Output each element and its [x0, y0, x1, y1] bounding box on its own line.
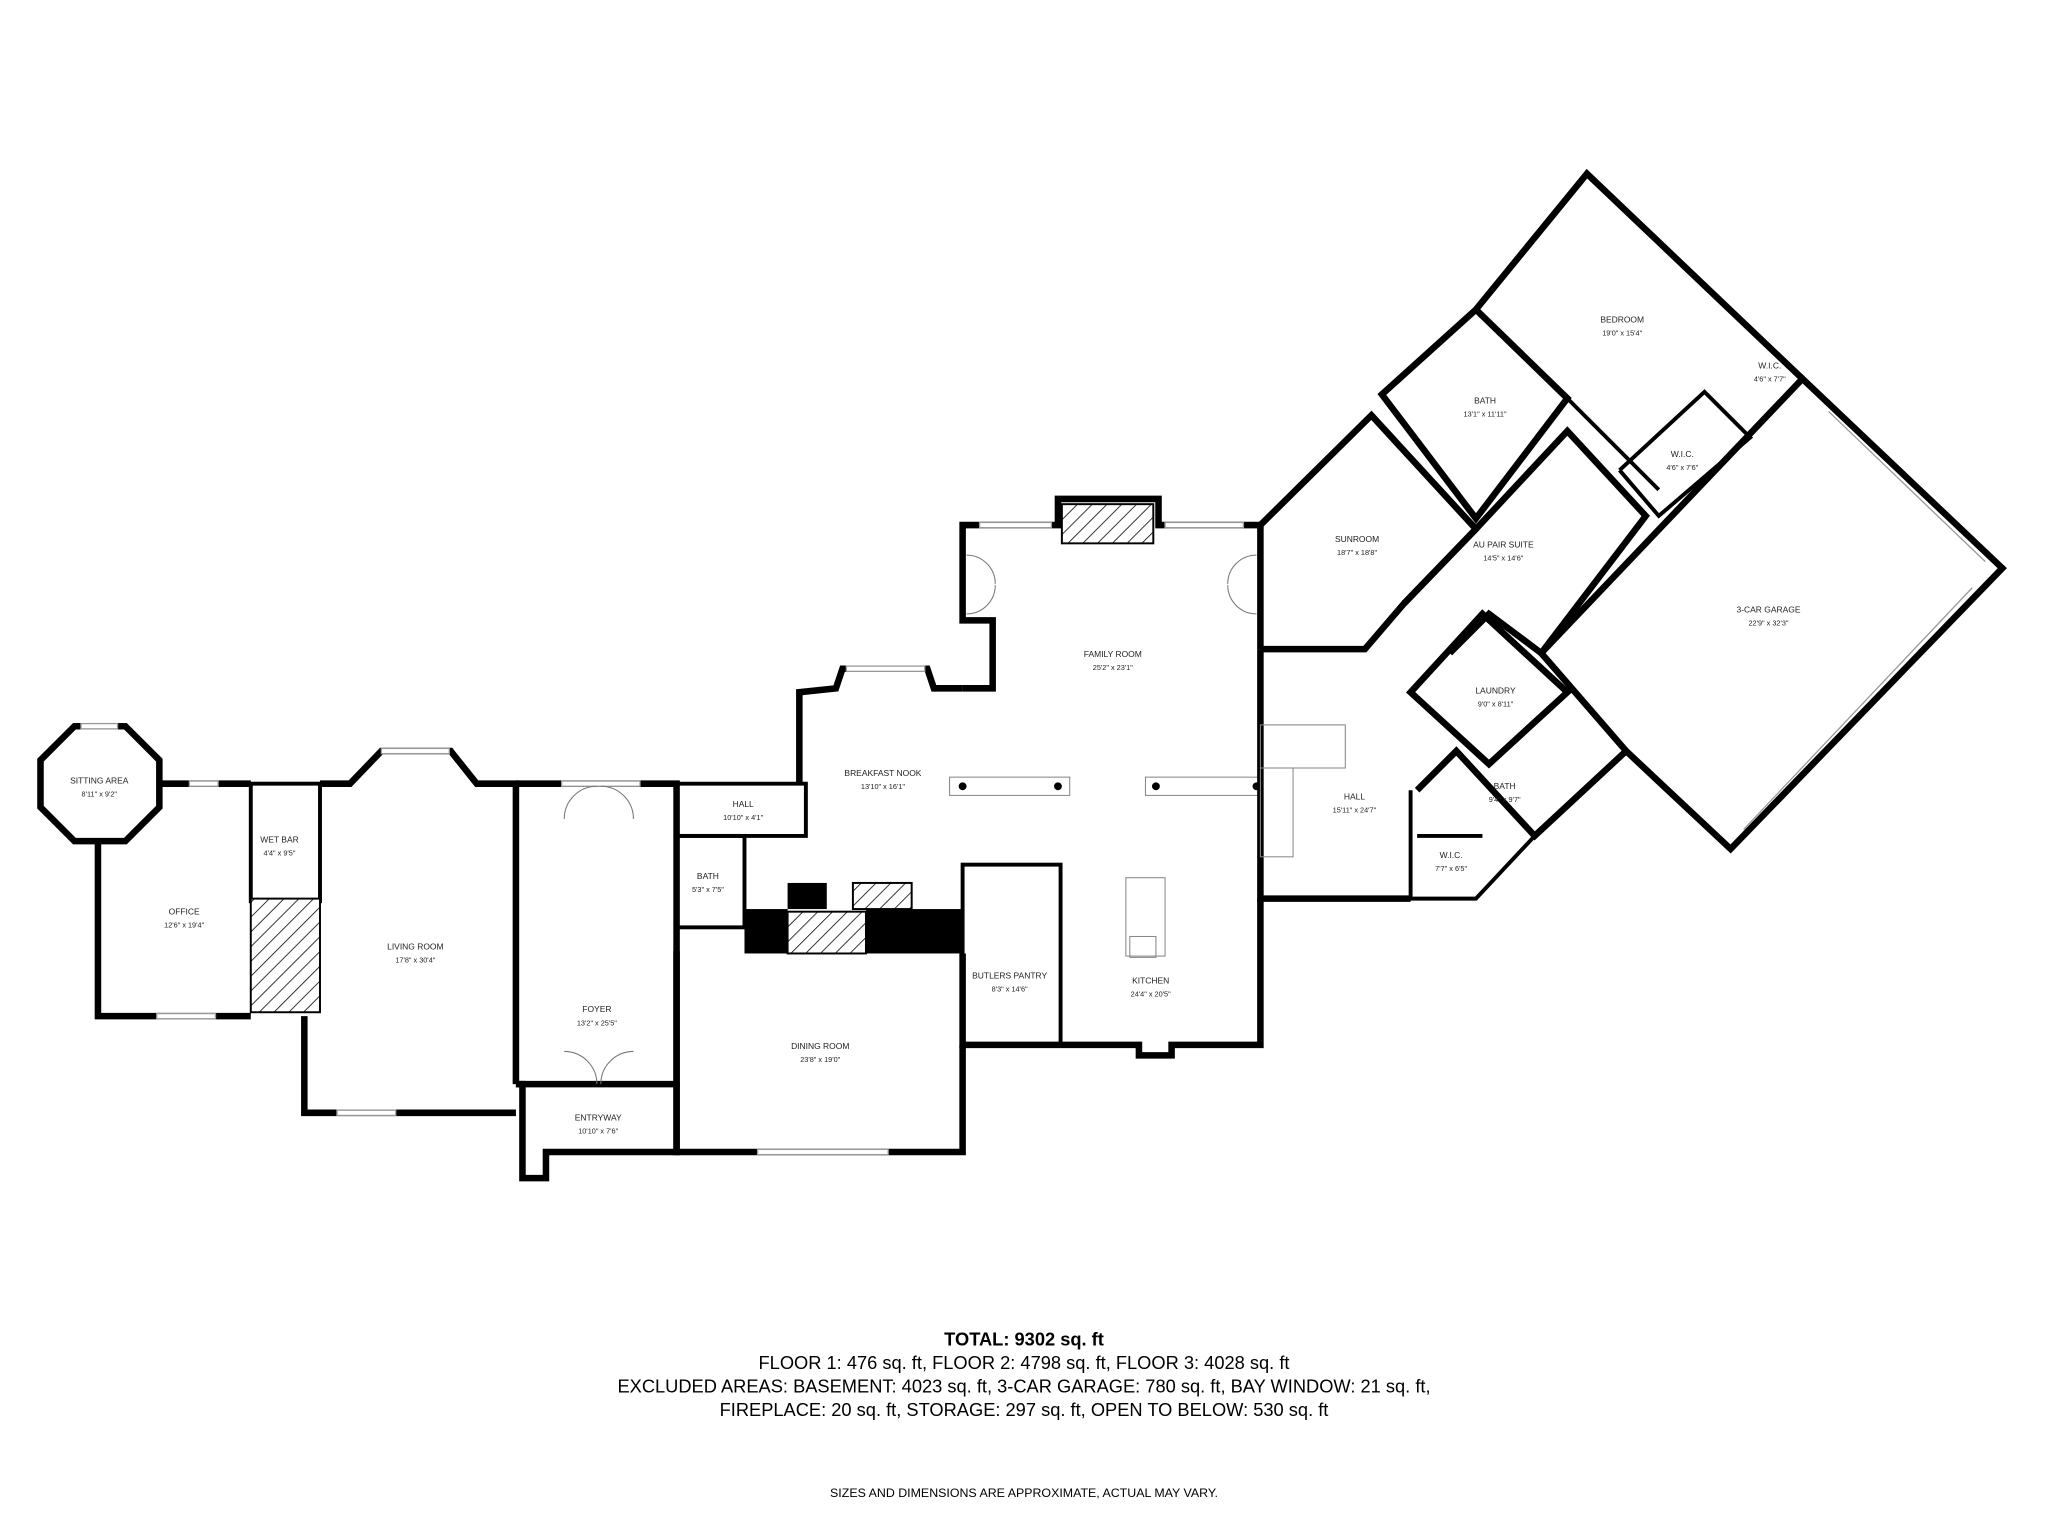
room-name-family-room: FAMILY ROOM	[1084, 649, 1142, 659]
room-dims-living-room: 17'8" x 30'4"	[395, 956, 435, 965]
room-name-hall-1: HALL	[733, 799, 754, 809]
room-dims-breakfast-nook: 13'10" x 16'1"	[861, 782, 905, 791]
bath-1-walls	[674, 833, 747, 930]
room-dims-laundry: 9'0" x 8'11"	[1478, 700, 1514, 709]
room-name-kitchen: KITCHEN	[1132, 976, 1169, 986]
room-name-wet-bar: WET BAR	[260, 834, 298, 844]
room-name-bedroom: BEDROOM	[1600, 315, 1644, 325]
room-dims-bath-2: 13'1" x 11'11"	[1464, 410, 1507, 419]
butlers-pantry-walls	[960, 862, 1063, 1047]
excluded-areas-line-2: FIREPLACE: 20 sq. ft, STORAGE: 297 sq. f…	[720, 1399, 1329, 1420]
garage-walls	[1536, 374, 2007, 854]
sitting-area-walls	[37, 722, 163, 845]
room-name-wic-3: W.I.C.	[1440, 850, 1463, 860]
disclaimer: SIZES AND DIMENSIONS ARE APPROXIMATE, AC…	[830, 1486, 1218, 1500]
sunroom-walls	[1258, 410, 1481, 653]
total-area: TOTAL: 9302 sq. ft	[944, 1328, 1104, 1349]
room-dims-foyer: 13'2" x 25'5"	[577, 1018, 617, 1027]
room-name-sitting-area: SITTING AREA	[70, 776, 129, 786]
room-dims-kitchen: 24'4" x 20'5"	[1131, 990, 1171, 999]
room-dims-sunroom: 18'7" x 18'8"	[1337, 548, 1377, 557]
excluded-areas-line-1: EXCLUDED AREAS: BASEMENT: 4023 sq. ft, 3…	[617, 1375, 1430, 1396]
room-dims-dining-room: 23'8" x 19'0"	[800, 1055, 840, 1064]
room-name-bath-2: BATH	[1474, 396, 1496, 406]
room-name-office: OFFICE	[169, 906, 200, 916]
room-labels: SITTING AREA 8'11" x 9'2" OFFICE 12'6" x…	[70, 315, 1801, 1136]
room-name-wic-1: W.I.C.	[1758, 360, 1781, 370]
hall-2-walls	[1257, 649, 1411, 902]
bath-3-walls	[1414, 746, 1629, 841]
room-name-entryway: ENTRYWAY	[575, 1113, 622, 1123]
room-name-living-room: LIVING ROOM	[387, 942, 443, 952]
breakfast-nook-walls	[796, 665, 963, 784]
room-name-sunroom: SUNROOM	[1335, 534, 1379, 544]
room-dims-sitting-area: 8'11" x 9'2"	[82, 790, 118, 799]
room-name-dining-room: DINING ROOM	[791, 1041, 849, 1051]
laundry-walls	[1405, 609, 1573, 769]
room-dims-wic-2: 4'6" x 7'6"	[1666, 463, 1698, 472]
fireplace-office	[249, 897, 321, 1014]
room-dims-wet-bar: 4'4" x 9'5"	[264, 849, 296, 858]
room-name-bath-1: BATH	[697, 871, 719, 881]
room-dims-entryway: 10'10" x 7'6"	[578, 1127, 618, 1136]
room-name-foyer: FOYER	[582, 1004, 611, 1014]
room-dims-bedroom: 19'0" x 15'4"	[1602, 329, 1642, 338]
living-room-walls	[320, 747, 520, 1085]
room-name-hall-2: HALL	[1344, 791, 1365, 801]
hall-walls	[676, 781, 808, 838]
room-dims-bath-1: 5'3" x 7'5"	[692, 885, 724, 894]
room-name-wic-2: W.I.C.	[1671, 449, 1694, 459]
room-name-garage: 3-CAR GARAGE	[1736, 605, 1800, 615]
room-dims-bath-3: 9'4" x 9'7"	[1489, 795, 1521, 804]
room-name-bath-3: BATH	[1494, 781, 1516, 791]
au-pair-suite-walls	[1401, 426, 1650, 658]
room-name-au-pair-suite: AU PAIR SUITE	[1473, 539, 1534, 549]
bedroom-walls	[1473, 168, 1805, 382]
area-summary: TOTAL: 9302 sq. ft FLOOR 1: 476 sq. ft, …	[617, 1328, 1430, 1500]
walls	[37, 168, 2007, 1182]
room-dims-office: 12'6" x 19'4"	[164, 920, 204, 929]
foyer-walls	[515, 780, 680, 1088]
room-dims-butlers-pantry: 8'3" x 14'6"	[992, 984, 1028, 993]
fireplace-family	[1060, 503, 1155, 545]
room-dims-wic-3: 7'7" x 6'5"	[1435, 864, 1467, 873]
dining-room-walls	[673, 950, 966, 1156]
room-dims-au-pair-suite: 14'5" x 14'6"	[1483, 553, 1523, 562]
room-name-laundry: LAUNDRY	[1475, 686, 1516, 696]
room-name-butlers-pantry: BUTLERS PANTRY	[972, 970, 1047, 980]
room-dims-hall-1: 10'10" x 4'1"	[723, 813, 763, 822]
room-dims-hall-2: 15'11" x 24'7"	[1333, 805, 1377, 814]
fireplace-dining	[786, 910, 867, 955]
room-name-breakfast-nook: BREAKFAST NOOK	[844, 768, 921, 778]
room-dims-garage: 22'9" x 32'3"	[1748, 619, 1788, 628]
room-dims-family-room: 25'2" x 23'1"	[1093, 663, 1133, 672]
wic-3-walls	[1408, 790, 1537, 901]
floor-areas: FLOOR 1: 476 sq. ft, FLOOR 2: 4798 sq. f…	[759, 1352, 1290, 1373]
room-dims-wic-1: 4'6" x 7'7"	[1754, 374, 1786, 383]
